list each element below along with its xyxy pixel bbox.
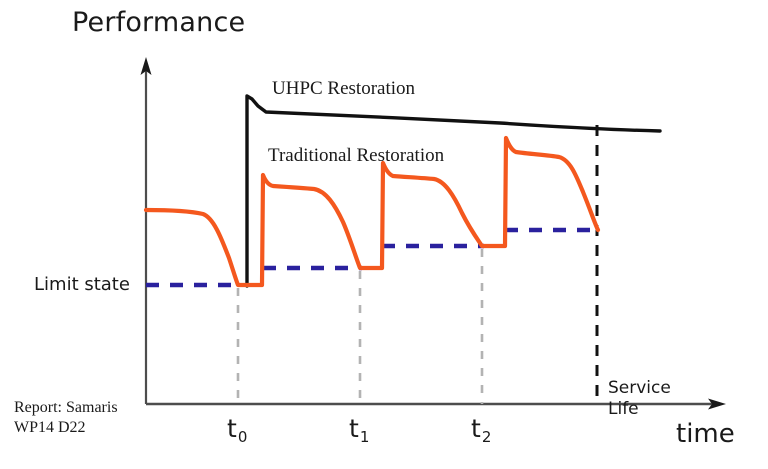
x-tick-base-t2: t: [471, 414, 481, 443]
limit-state-dashed-levels: [146, 227, 600, 288]
uhpc-restoration-label: UHPC Restoration: [272, 78, 416, 99]
x-tick-sub-t0: 0: [237, 428, 248, 446]
uhpc-restoration-curve: [245, 94, 662, 288]
x-tick-label-t0: t0: [227, 414, 248, 446]
x-axis-label: time: [676, 419, 735, 449]
source-note-line-2: WP14 D22: [14, 419, 86, 436]
x-tick-sub-t1: 1: [359, 428, 370, 446]
tick-guide-lines: [236, 249, 484, 404]
traditional-restoration-label: Traditional Restoration: [268, 145, 445, 166]
x-tick-sub-t2: 2: [481, 428, 492, 446]
y-axis: [140, 57, 152, 404]
x-tick-label-t2: t2: [471, 414, 492, 446]
service-life-line-2: Life: [608, 399, 639, 419]
source-note-line-1: Report: Samaris: [14, 399, 118, 416]
page-title: Performance: [72, 7, 246, 38]
limit-state-label: Limit state: [34, 274, 130, 295]
x-tick-label-t1: t1: [349, 414, 370, 446]
service-life-label: Service Life: [608, 378, 671, 420]
service-life-line-1: Service: [608, 378, 671, 398]
source-note: Report: Samaris WP14 D22: [14, 398, 118, 438]
x-tick-base-t0: t: [227, 414, 237, 443]
x-axis: [146, 398, 726, 410]
x-tick-base-t1: t: [349, 414, 359, 443]
traditional-restoration-curve: [143, 135, 601, 288]
